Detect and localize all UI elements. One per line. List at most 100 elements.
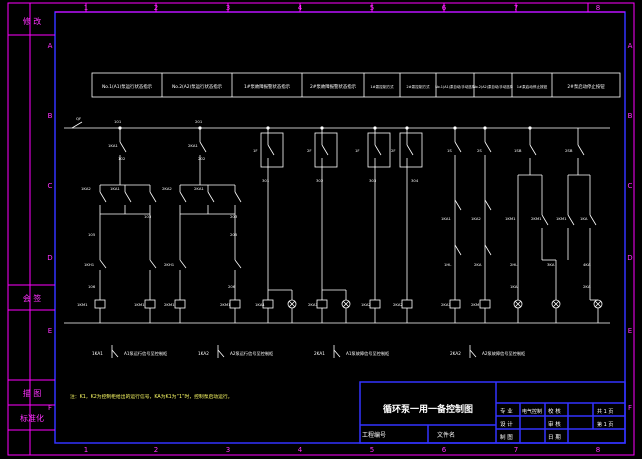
wire-label: 101	[114, 119, 122, 124]
signal-legend-labels: 1KA1 A1泵运行信号至控制柜 1KA2 A2泵运行信号至控制柜 2KA1 A…	[92, 350, 525, 357]
wire-label: 303	[369, 178, 377, 183]
wire-label: 206	[228, 284, 236, 289]
col-number: 2	[154, 446, 158, 454]
wire-label: 2KM1	[164, 302, 175, 307]
specialty-label: 专 业	[500, 407, 513, 415]
row-letter: E	[628, 327, 632, 335]
review-label: 审 核	[548, 420, 561, 428]
wire-label: 1KA1	[110, 186, 120, 191]
outer-frame	[7, 2, 635, 456]
function-header: 2#泵故障报警状态指示	[310, 83, 357, 90]
column-strip-top	[55, 3, 625, 13]
function-header: 1#泵启动停止按钮	[517, 84, 548, 89]
side-label-trace: 描 图	[23, 388, 42, 398]
wire-label: 302	[316, 178, 324, 183]
wire-label: 1S	[447, 148, 452, 153]
wire-label: 1KM1	[556, 216, 567, 221]
wire-label: 2KA	[583, 284, 591, 289]
wire-label: 1KA1	[108, 143, 118, 148]
wire-label: 203	[230, 214, 238, 219]
component-labels: QF 101 1KA1 102 1KA2 1KA1 103 105 1KH1 1…	[76, 116, 591, 307]
wire-label: 2KA2	[393, 302, 403, 307]
function-header: No.1(A1)泵运行状态指示	[102, 83, 153, 90]
row-letter: C	[628, 182, 633, 190]
breaker-label: QF	[76, 116, 81, 121]
legend-text: A2泵运行信号至控制柜	[230, 350, 273, 357]
drawn-label: 制 图	[500, 433, 513, 441]
row-letter: F	[628, 404, 632, 412]
wire-label: 2KA1	[441, 302, 451, 307]
column-numbers-top: 1 2 3 4 5 6 7 8	[84, 4, 600, 12]
legend-text: A1泵故障信号至控制柜	[346, 350, 389, 357]
wire-label: 2KA	[474, 262, 482, 267]
wire-label: 1KM1	[77, 302, 88, 307]
drawing-note: 注：K1，K2为控制柜给出的运行信号，KA为K1为“1”时，控制泵启动运行。	[70, 393, 232, 400]
function-header: 1#泵控制方式	[370, 84, 394, 89]
legend-code: 1KA1	[92, 351, 103, 356]
wire-label: 1KA2	[81, 186, 91, 191]
col-number: 7	[514, 446, 518, 454]
function-header: 2#泵启动停止按钮	[567, 83, 605, 90]
wire-label: 4KA	[583, 262, 591, 267]
col-number: 8	[596, 4, 600, 12]
side-label-standard: 标准化	[20, 413, 44, 423]
function-header: 2#泵控制方式	[406, 84, 430, 89]
wire-label: 1F	[253, 148, 258, 153]
wire-label: 2KA1	[188, 143, 198, 148]
wire-label: 2KA1	[194, 186, 204, 191]
row-letters: A B C D E F A B C D E F	[47, 42, 632, 412]
function-header: 1#泵故障报警状态指示	[244, 83, 291, 90]
row-letter: E	[48, 327, 52, 335]
sheets-total: 共 1 页	[597, 408, 613, 415]
specialty-value: 电气控制	[522, 408, 542, 415]
wire-label: 205	[230, 232, 238, 237]
project-number-label: 工程编号	[362, 431, 386, 439]
wire-label: 1KM1	[134, 302, 145, 307]
col-number: 6	[442, 446, 447, 454]
wire-label: 2F	[391, 148, 396, 153]
wire-label: 1KM1	[505, 216, 516, 221]
wire-label: 2F	[307, 148, 312, 153]
design-label: 设 计	[500, 420, 513, 428]
row-letter: B	[628, 112, 633, 120]
wire-label: 304	[411, 178, 419, 183]
wire-label: 103	[144, 214, 152, 219]
check-label: 校 核	[548, 407, 561, 415]
wire-label: 1KA2	[361, 302, 371, 307]
drawing-title: 循环泵一用一备控制图	[383, 403, 473, 415]
function-header: No.1(A1)泵自动/手动选择	[435, 84, 475, 89]
wire-label: 106	[88, 284, 96, 289]
wire-label: 105	[88, 232, 96, 237]
row-letter: A	[628, 42, 633, 50]
wire-label: 1SB	[514, 148, 522, 153]
column-numbers-bottom: 1 2 3 4 5 6 7 8	[84, 446, 600, 454]
sheet-number: 第 1 页	[597, 421, 613, 428]
wire-label: 1KA1	[255, 302, 265, 307]
wire-label: 2S	[477, 148, 482, 153]
signal-legend	[111, 345, 477, 358]
col-number: 7	[514, 4, 518, 12]
legend-code: 2KA1	[314, 351, 325, 356]
col-number: 1	[84, 446, 88, 454]
col-number: 8	[596, 446, 600, 454]
row-letter: D	[627, 254, 632, 262]
function-header: No.2(A2)泵运行状态指示	[172, 83, 223, 90]
wire-label: 1F	[355, 148, 360, 153]
side-label-countersign: 会 签	[23, 293, 42, 303]
wire-label: 2KH1	[164, 262, 175, 267]
row-letter: D	[47, 254, 52, 262]
col-number: 4	[298, 446, 303, 454]
wire-label: 2SB	[565, 148, 573, 153]
row-letter: C	[48, 182, 53, 190]
function-header-labels: No.1(A1)泵运行状态指示 No.2(A2)泵运行状态指示 1#泵故障报警状…	[102, 83, 605, 90]
col-number: 3	[226, 4, 230, 12]
inner-frame	[54, 11, 626, 444]
file-name-label: 文件名	[437, 431, 455, 439]
col-number: 5	[370, 446, 374, 454]
wire-label: 2KM1	[220, 302, 231, 307]
left-strip	[8, 3, 55, 455]
wire-label: 102	[118, 156, 126, 161]
wire-label: 1KA1	[441, 216, 451, 221]
wire-label: 1KA	[580, 216, 588, 221]
